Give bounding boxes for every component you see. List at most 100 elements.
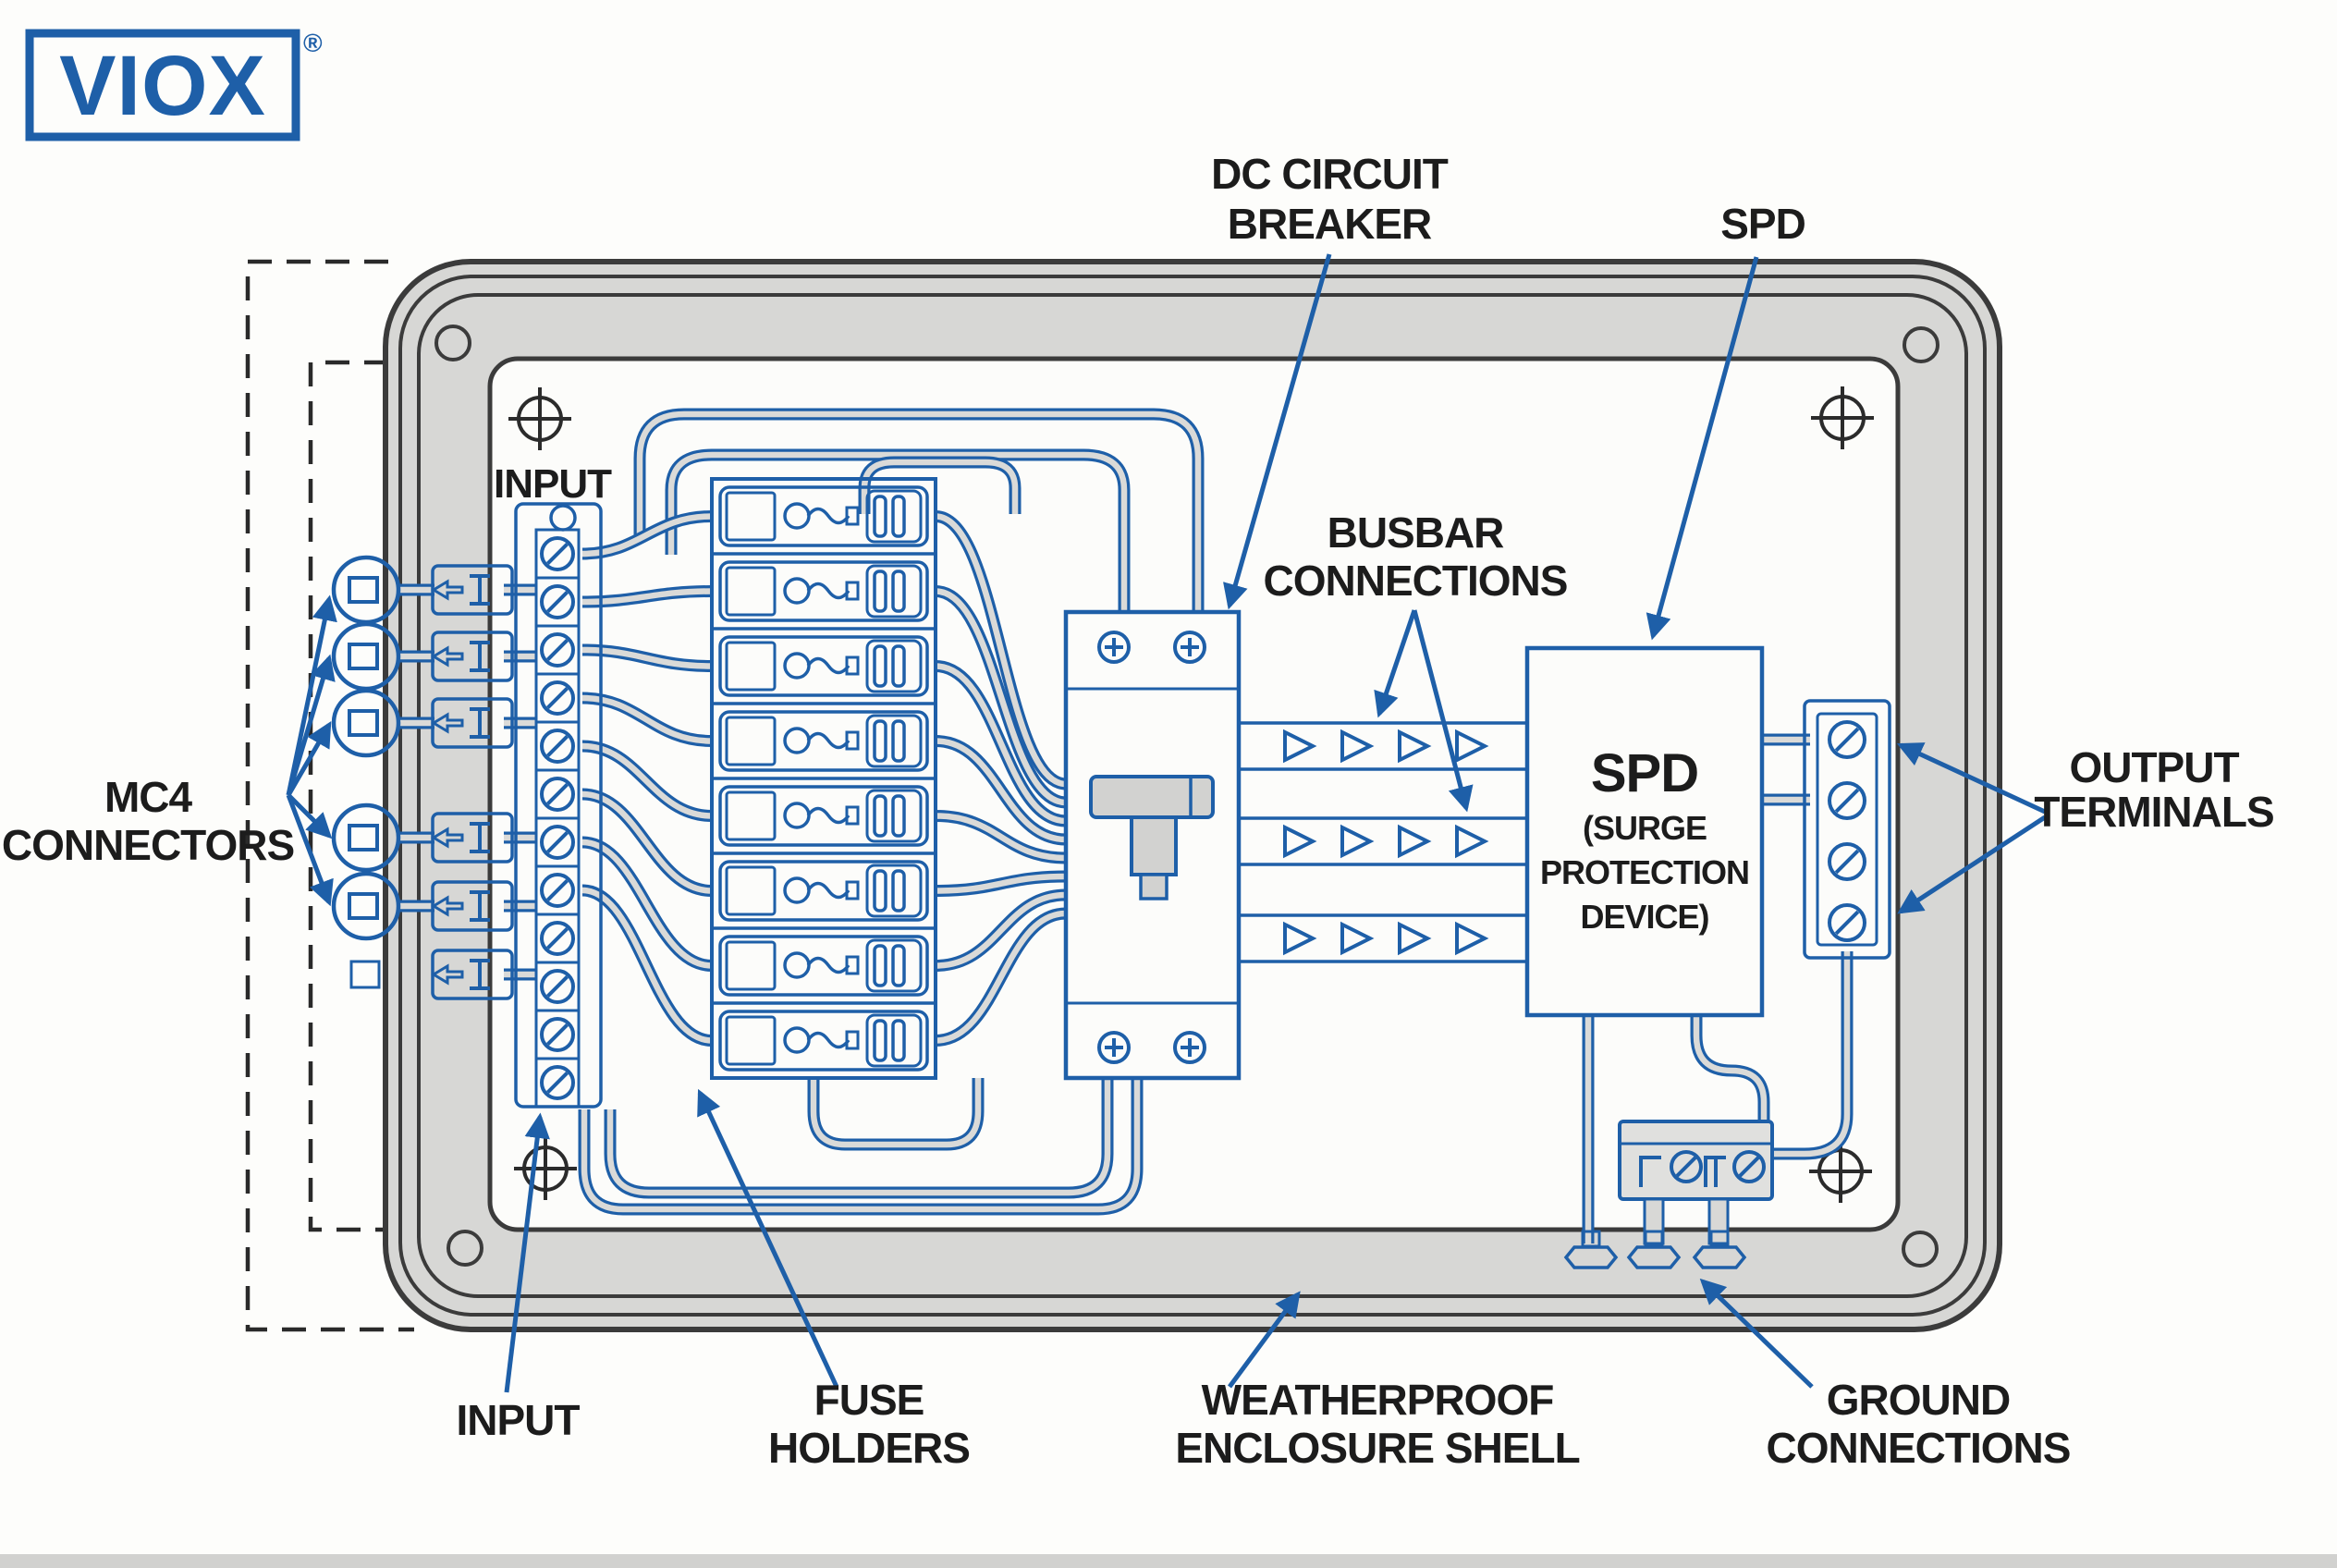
output-terminal-screw bbox=[1828, 781, 1866, 820]
spd-subtitle-1: (SURGE bbox=[1583, 809, 1707, 847]
ground-bracket-1 bbox=[1639, 1156, 1661, 1187]
flow-arrow bbox=[1340, 921, 1375, 956]
fuse-wavy-element bbox=[806, 1031, 850, 1049]
mc4-connector-end bbox=[331, 688, 401, 758]
spd-body bbox=[1524, 645, 1765, 1018]
fuse-vent-slot bbox=[873, 869, 887, 913]
mc4-cable-gland bbox=[431, 697, 514, 749]
flow-arrow bbox=[1455, 729, 1489, 764]
fuse-vent-slot bbox=[873, 719, 887, 763]
leader-weatherproof bbox=[1227, 1291, 1301, 1389]
callout-labels: DC CIRCUIT BREAKER SPD BUSBAR CONNECTION… bbox=[2, 150, 2275, 1472]
label-dc-breaker-line1: DC CIRCUIT bbox=[1211, 150, 1449, 198]
fuse-holder bbox=[712, 851, 936, 922]
label-spd: SPD bbox=[1720, 200, 1805, 248]
leader-output-bottom bbox=[1897, 815, 2047, 914]
fuse-vent-slot bbox=[873, 495, 887, 538]
input-terminal-screw bbox=[540, 729, 575, 764]
breaker-screw bbox=[1097, 631, 1131, 664]
fuse-holder-block bbox=[710, 477, 937, 1080]
flow-arrow bbox=[1283, 921, 1317, 956]
fuse-vent-slot bbox=[873, 644, 887, 688]
construction-dashed-lines bbox=[245, 259, 414, 1332]
ground-bolt bbox=[1563, 1230, 1619, 1269]
mc4-cable-gland bbox=[431, 564, 514, 616]
label-mc4-line2: CONNECTORS bbox=[2, 821, 294, 869]
enclosure-gasket-ring-1 bbox=[398, 275, 1987, 1317]
ground-screw bbox=[1732, 1150, 1766, 1183]
fuse-vent-slot bbox=[891, 944, 906, 987]
leader-dc-breaker bbox=[1223, 253, 1332, 610]
breaker-screw bbox=[1173, 1031, 1206, 1064]
dc-circuit-breaker bbox=[1063, 609, 1242, 1081]
label-busbar-line2: CONNECTIONS bbox=[1264, 557, 1568, 605]
output-terminal-screw bbox=[1828, 720, 1866, 759]
label-weatherproof-line1: WEATHERPROOF bbox=[1202, 1376, 1554, 1424]
leader-mc4 bbox=[286, 794, 334, 907]
logo-frame bbox=[25, 29, 300, 141]
output-terminal-block bbox=[1803, 699, 1891, 960]
spd-box: SPD (SURGE PROTECTION DEVICE) bbox=[1524, 645, 1765, 1018]
fuse-holder bbox=[712, 777, 936, 847]
mc4-connectors bbox=[331, 555, 514, 1000]
fuse-wavy-element bbox=[806, 656, 850, 675]
fuse-vent-slot bbox=[891, 644, 906, 688]
label-input-top: INPUT bbox=[494, 461, 612, 507]
flow-arrow bbox=[1455, 921, 1489, 956]
arrow-glyph bbox=[431, 895, 464, 917]
ground-bolt bbox=[1692, 1230, 1747, 1269]
callout-leader-lines bbox=[286, 253, 2047, 1393]
leader-mc4-fan bbox=[286, 594, 337, 907]
input-terminal-block bbox=[514, 502, 603, 1109]
arrow-glyph bbox=[431, 579, 464, 601]
mc4-cable-gland bbox=[431, 880, 514, 932]
ground-bolts bbox=[1563, 1230, 1747, 1269]
output-terminal-screw bbox=[1828, 842, 1866, 881]
arrow-glyph bbox=[431, 963, 464, 986]
input-terminal-cell bbox=[534, 1057, 581, 1109]
output-strip-body bbox=[1816, 712, 1878, 947]
flow-arrow bbox=[1398, 921, 1432, 956]
fuse-vent-slot bbox=[891, 869, 906, 913]
mc4-cable-gland bbox=[431, 631, 514, 682]
input-terminal-screw bbox=[540, 873, 575, 908]
label-output-line2: TERMINALS bbox=[2034, 788, 2273, 836]
corner-screw bbox=[447, 1230, 483, 1267]
fuse-wavy-element bbox=[806, 956, 850, 974]
crosshair-mark bbox=[514, 1137, 577, 1200]
leader-ground bbox=[1699, 1278, 1814, 1389]
input-terminal-screw bbox=[540, 969, 575, 1004]
label-busbar-line1: BUSBAR bbox=[1328, 508, 1505, 557]
input-terminal-screw bbox=[540, 632, 575, 668]
arrow-glyph bbox=[431, 645, 464, 668]
mc4-cable-gland bbox=[431, 949, 514, 1000]
label-ground-line1: GROUND bbox=[1827, 1376, 2010, 1424]
fuse-holder bbox=[712, 477, 936, 547]
fuse-vent-slot bbox=[873, 794, 887, 838]
fuse-vent-slot bbox=[891, 719, 906, 763]
leader-busbar-2 bbox=[1412, 609, 1474, 813]
mc4-connector-end bbox=[331, 802, 401, 873]
flow-arrow bbox=[1398, 824, 1432, 859]
leader-input-bottom bbox=[504, 1112, 550, 1393]
fuse-holder bbox=[712, 926, 936, 997]
input-terminal-screw bbox=[540, 921, 575, 956]
input-terminal-screw bbox=[540, 1017, 575, 1052]
input-terminal-screw bbox=[540, 825, 575, 860]
mc4-blank-entry bbox=[349, 960, 381, 989]
spd-subtitle-2: PROTECTION bbox=[1540, 853, 1749, 891]
leader-fuse bbox=[697, 1088, 839, 1389]
breaker-screw bbox=[1097, 1031, 1131, 1064]
ground-bolt bbox=[1626, 1230, 1682, 1269]
breaker-toggle bbox=[1089, 775, 1215, 900]
mc4-connector-end bbox=[331, 871, 401, 941]
breaker-screw bbox=[1173, 631, 1206, 664]
ground-bracket-2 bbox=[1704, 1156, 1726, 1187]
mc4-cable-gland bbox=[431, 812, 514, 864]
fuse-wavy-element bbox=[806, 507, 850, 525]
fuse-wavy-element bbox=[806, 806, 850, 825]
input-terminal-screw bbox=[540, 536, 575, 571]
label-fuse-line2: HOLDERS bbox=[768, 1424, 970, 1472]
